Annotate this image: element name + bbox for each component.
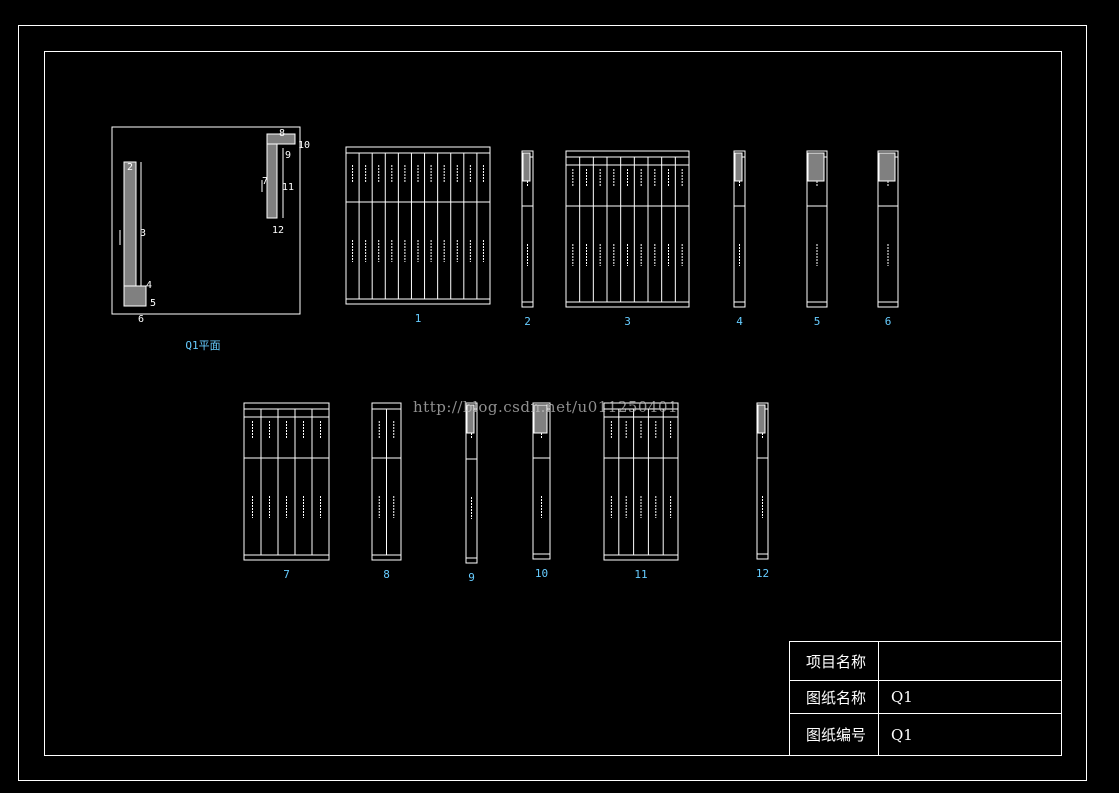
elevations bbox=[243, 146, 899, 564]
drawing-name-value: Q1 bbox=[891, 688, 913, 706]
drawing-inner-frame bbox=[44, 51, 1062, 756]
plan-part-number: 12 bbox=[272, 225, 285, 236]
drawing-name-key: 图纸名称 bbox=[790, 681, 879, 713]
elevation-panel bbox=[532, 402, 551, 560]
plan-view bbox=[111, 126, 301, 315]
elevation-panel bbox=[756, 402, 769, 560]
drawing-number-value: Q1 bbox=[891, 725, 913, 744]
project-name-key: 项目名称 bbox=[790, 642, 879, 680]
plan-boundary bbox=[111, 126, 301, 315]
elevation-label: 12 bbox=[755, 567, 770, 580]
watermark: http://blog.csdn.net/u011250401 bbox=[413, 398, 679, 416]
elevation-panel bbox=[877, 150, 899, 308]
title-block-row-drawing-number: 图纸编号 Q1 bbox=[790, 713, 1061, 755]
plan-title: Q1平面 bbox=[185, 339, 221, 352]
elevation-label: 5 bbox=[813, 315, 821, 328]
plan-part-number: 9 bbox=[285, 150, 292, 161]
plan-part-number: 6 bbox=[138, 314, 145, 325]
plan-wall-right bbox=[266, 133, 278, 219]
elevation-panel bbox=[521, 150, 534, 308]
elevation-panel bbox=[371, 402, 402, 561]
elevation-panel bbox=[733, 150, 746, 308]
drawing-outer-frame bbox=[18, 25, 1087, 781]
plan-wall-left bbox=[123, 161, 137, 287]
plan-part-number: 11 bbox=[282, 182, 295, 193]
plan-part-number: 7 bbox=[262, 176, 269, 187]
elevation-panel bbox=[243, 402, 330, 561]
elevation-label: 3 bbox=[624, 315, 631, 328]
elevation-panel bbox=[345, 146, 491, 305]
plan-part-number: 5 bbox=[150, 298, 157, 309]
elevation-panel bbox=[565, 150, 690, 308]
project-name-value bbox=[879, 642, 1061, 680]
plan-part-number: 2 bbox=[127, 162, 134, 173]
plan-part-number: 4 bbox=[146, 280, 153, 291]
plan-wall-left-foot bbox=[123, 285, 147, 307]
elevation-label: 2 bbox=[524, 315, 531, 328]
elevation-label: 4 bbox=[736, 315, 743, 328]
plan-part-number: 8 bbox=[279, 128, 286, 139]
elevation-panel bbox=[806, 150, 828, 308]
plan-part-number: 10 bbox=[298, 140, 311, 151]
drawing-number-key: 图纸编号 bbox=[790, 714, 879, 755]
plan-part-number: 3 bbox=[140, 228, 147, 239]
title-block-row-drawing-name: 图纸名称 Q1 bbox=[790, 680, 1061, 713]
elevation-label: 1 bbox=[414, 312, 422, 325]
elevation-label: 6 bbox=[884, 315, 892, 328]
plan-wall-right-top bbox=[266, 133, 296, 145]
elevation-label: 7 bbox=[283, 568, 290, 581]
elevation-label: 11 bbox=[634, 568, 648, 581]
elevation-panel bbox=[465, 402, 478, 564]
elevation-label: 9 bbox=[468, 571, 475, 584]
title-block: 项目名称 图纸名称 Q1 图纸编号 Q1 bbox=[789, 641, 1062, 756]
elevation-label: 8 bbox=[383, 568, 390, 581]
title-block-row-project: 项目名称 bbox=[790, 642, 1061, 680]
elevation-panel bbox=[603, 402, 679, 561]
elevation-label: 10 bbox=[534, 567, 549, 580]
